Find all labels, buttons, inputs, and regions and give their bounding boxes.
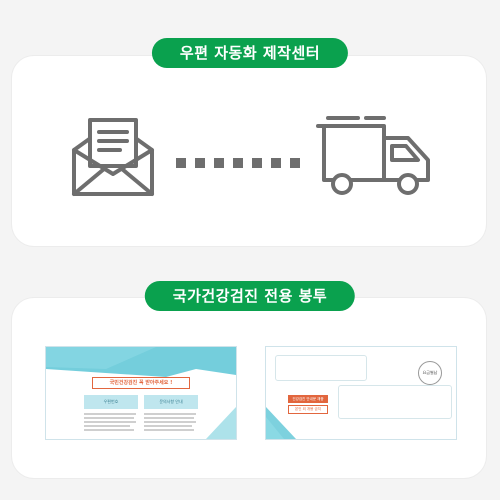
label-top: 건강검진 안내문 재중 xyxy=(288,395,328,403)
address-window xyxy=(338,385,452,419)
envelope-panel-right: 문의사항 안내 xyxy=(144,395,198,409)
open-envelope-letter-icon xyxy=(72,118,154,196)
envelope-text-lines xyxy=(84,413,196,431)
envelope-front-decoration xyxy=(266,407,296,439)
envelope-banner: 국민건강검진 꼭 받아주세요 ! xyxy=(92,377,190,389)
sender-window xyxy=(275,355,367,381)
envelope-panel-left: 우편번호 xyxy=(84,395,138,409)
envelope-back: 국민건강검진 꼭 받아주세요 ! 우편번호 문의사항 안내 xyxy=(45,346,237,440)
delivery-truck-icon xyxy=(316,116,430,195)
section-title-automation: 우편 자동화 제작센터 xyxy=(151,38,349,68)
envelope-flap xyxy=(46,347,236,439)
postage-stamp: 요금별납 xyxy=(418,361,442,385)
section-title-envelope: 국가건강검진 전용 봉투 xyxy=(144,281,356,311)
label-bottom: 본인 외 개봉 금지 xyxy=(288,405,328,414)
dotted-line xyxy=(176,158,300,168)
envelope-front: 요금별납 건강검진 안내문 재중 본인 외 개봉 금지 xyxy=(265,346,457,440)
automation-card xyxy=(12,56,486,246)
